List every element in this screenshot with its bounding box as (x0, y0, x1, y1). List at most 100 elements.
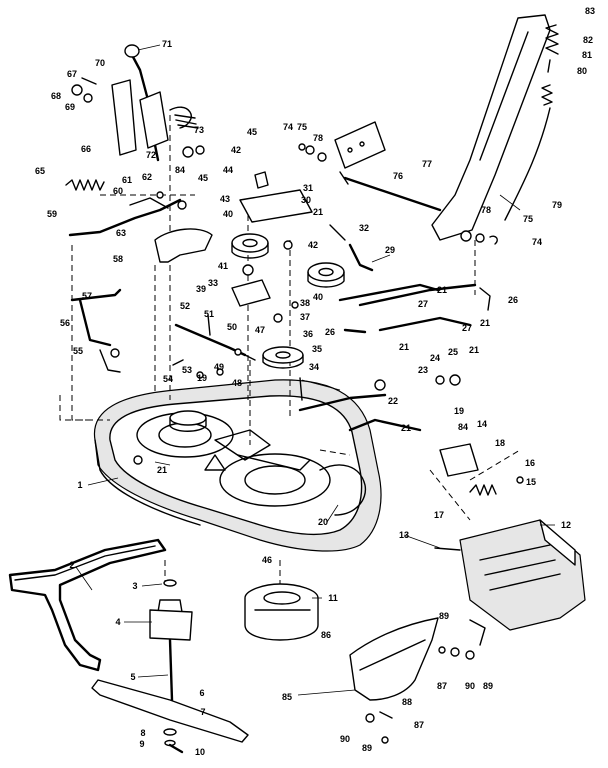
callout-40: 40 (223, 209, 233, 219)
callout-45b: 45 (198, 173, 208, 183)
lift-link-rod (68, 191, 187, 237)
callout-23: 23 (418, 365, 428, 375)
callout-67: 67 (67, 69, 77, 79)
callout-45: 45 (247, 127, 257, 137)
spindle-housing (244, 583, 319, 641)
callout-90: 90 (465, 681, 475, 691)
callout-7: 7 (200, 707, 205, 717)
callout-29: 29 (385, 245, 395, 255)
callout-65: 65 (35, 166, 45, 176)
callout-72: 72 (146, 150, 156, 160)
cross-shaft-rod (339, 171, 442, 212)
callout-3: 3 (132, 581, 137, 591)
callout-84b: 84 (458, 422, 468, 432)
callout-60: 60 (113, 186, 123, 196)
callout-32: 32 (359, 223, 369, 233)
callout-21c: 21 (437, 285, 447, 295)
callout-27: 27 (418, 299, 428, 309)
callout-5: 5 (130, 672, 135, 682)
callout-88: 88 (402, 697, 412, 707)
callout-54: 54 (163, 374, 173, 384)
callout-47: 47 (255, 325, 265, 335)
callout-42: 42 (231, 145, 241, 155)
callout-71: 71 (162, 39, 172, 49)
right-hardware (298, 143, 498, 245)
callout-19b: 19 (197, 373, 207, 383)
callout-74b: 74 (532, 237, 542, 247)
callout-30: 30 (301, 195, 311, 205)
callout-36: 36 (303, 329, 313, 339)
callout-18: 18 (495, 438, 505, 448)
spindle-pulley-bottom (149, 579, 193, 702)
callout-15: 15 (526, 477, 536, 487)
tension-rod (174, 323, 256, 361)
center-spindle-pulley (262, 346, 304, 369)
depth-stop-assembly (298, 374, 479, 477)
callout-76: 76 (393, 171, 403, 181)
callout-56: 56 (60, 318, 70, 328)
callout-19: 19 (454, 406, 464, 416)
callout-43: 43 (220, 194, 230, 204)
idler-pulley-lower (307, 262, 345, 288)
callout-50: 50 (227, 322, 237, 332)
callout-87b: 87 (414, 720, 424, 730)
callout-39: 39 (196, 284, 206, 294)
callout-52: 52 (180, 301, 190, 311)
callout-78b: 78 (481, 205, 491, 215)
callout-38: 38 (300, 298, 310, 308)
drive-belt (8, 538, 167, 672)
chute-deflector-rod (434, 547, 461, 551)
callout-75b: 75 (523, 214, 533, 224)
callout-69: 69 (65, 102, 75, 112)
fasteners (133, 240, 524, 654)
callout-37: 37 (300, 312, 310, 322)
callout-68: 68 (51, 91, 61, 101)
callout-16: 16 (525, 458, 535, 468)
callout-82: 82 (583, 35, 593, 45)
compression-spring (469, 484, 497, 496)
adjust-spring (541, 24, 559, 106)
front-hanger-rod (70, 288, 122, 373)
callout-74: 74 (283, 122, 293, 132)
lift-spring (65, 179, 105, 191)
grass-deflector (349, 617, 486, 744)
callout-79: 79 (552, 200, 562, 210)
callout-4: 4 (115, 617, 120, 627)
callout-81: 81 (582, 50, 592, 60)
callout-6: 6 (199, 688, 204, 698)
lift-handle-assembly (71, 44, 205, 162)
callout-27b: 27 (462, 323, 472, 333)
callout-57: 57 (82, 291, 92, 301)
callout-9: 9 (139, 739, 144, 749)
callout-13: 13 (399, 530, 409, 540)
callout-62: 62 (142, 172, 152, 182)
callout-21d: 21 (480, 318, 490, 328)
callout-44: 44 (223, 165, 233, 175)
height-adjust-lever (431, 14, 551, 241)
callout-10: 10 (195, 747, 205, 757)
callout-66: 66 (81, 144, 91, 154)
callout-80: 80 (577, 66, 587, 76)
callout-51: 51 (204, 309, 214, 319)
callout-49: 49 (214, 362, 224, 372)
callout-90b: 90 (340, 734, 350, 744)
mower-blade (91, 679, 249, 743)
callout-75: 75 (297, 122, 307, 132)
callout-89: 89 (439, 611, 449, 621)
callout-84: 84 (175, 165, 185, 175)
callout-20: 20 (318, 517, 328, 527)
callout-labels: 1 2 3 4 5 6 7 8 9 10 11 12 13 14 15 16 1… (35, 6, 595, 757)
idler-pulley-upper (231, 233, 269, 259)
callout-21g: 21 (401, 423, 411, 433)
callout-12: 12 (561, 520, 571, 530)
callout-63: 63 (116, 228, 126, 238)
callout-24: 24 (430, 353, 440, 363)
rear-lift-links (338, 283, 491, 334)
callout-35: 35 (312, 344, 322, 354)
callout-58: 58 (113, 254, 123, 264)
callout-70: 70 (95, 58, 105, 68)
callout-leaders (75, 44, 555, 696)
callout-21e: 21 (399, 342, 409, 352)
callout-26b: 26 (325, 327, 335, 337)
